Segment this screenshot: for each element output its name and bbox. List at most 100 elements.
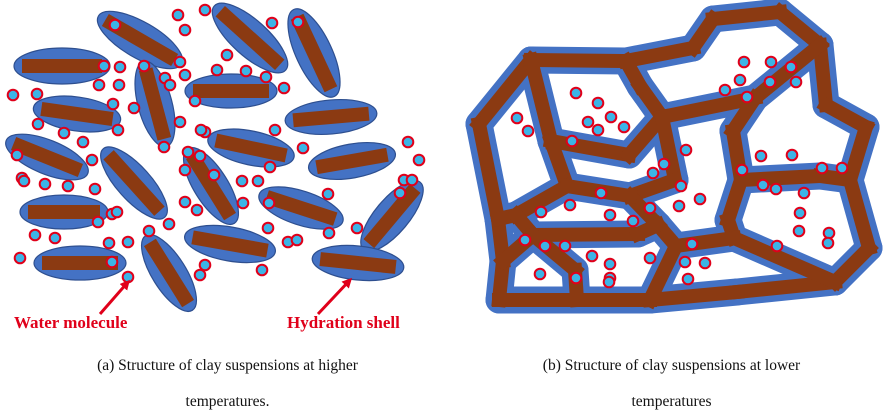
clay-band (616, 51, 650, 96)
water-molecule (603, 257, 617, 271)
clay-platelet (10, 137, 84, 177)
water-molecule (121, 270, 135, 284)
water-molecule (518, 233, 532, 247)
water-molecule (57, 126, 71, 140)
water-molecule (193, 268, 207, 282)
water-molecule (792, 224, 806, 238)
water-molecule (569, 86, 583, 100)
clay-band (841, 171, 878, 257)
water-molecule (617, 120, 631, 134)
caption-a-line2: temperatures. (185, 393, 270, 410)
clay-particle (100, 146, 168, 220)
water-molecule (91, 215, 105, 229)
clay-platelet (103, 150, 165, 216)
water-molecule (822, 226, 836, 240)
clay-platelet (290, 13, 338, 93)
water-molecule (718, 83, 732, 97)
clay-particle (207, 128, 295, 168)
water-molecule (268, 123, 282, 137)
water-molecule (178, 23, 192, 37)
water-molecule (110, 205, 124, 219)
water-molecule (698, 256, 712, 270)
water-molecule (173, 55, 187, 69)
water-molecule (657, 157, 671, 171)
water-molecule (674, 179, 688, 193)
water-molecule (291, 15, 305, 29)
water-molecule (261, 221, 275, 235)
water-molecule (594, 186, 608, 200)
clay-particle (311, 244, 405, 282)
clay-band (470, 115, 507, 228)
water-molecule (142, 224, 156, 238)
water-molecule (263, 160, 277, 174)
water-molecule (85, 153, 99, 167)
clay-platelet (363, 183, 421, 249)
clay-platelet (215, 6, 285, 70)
water-molecule (693, 192, 707, 206)
clay-band (522, 51, 560, 150)
clay-band (542, 132, 638, 164)
hydration-shell-arrow (316, 277, 353, 316)
water-molecule (756, 178, 770, 192)
clay-platelet (22, 59, 102, 73)
water-molecule (61, 179, 75, 193)
water-molecule (194, 123, 208, 137)
water-molecule (405, 173, 419, 187)
water-molecule (259, 70, 273, 84)
clay-band (816, 95, 876, 137)
water-molecule (251, 174, 265, 188)
clay-band (668, 230, 742, 254)
water-molecule (646, 166, 660, 180)
water-molecule (685, 237, 699, 251)
water-molecule (6, 88, 20, 102)
water-molecule (672, 199, 686, 213)
water-molecule (236, 196, 250, 210)
water-molecule (784, 60, 798, 74)
clay-band (469, 50, 541, 134)
clay-band (617, 39, 702, 70)
water-molecule (178, 163, 192, 177)
water-molecule (679, 143, 693, 157)
water-molecule (737, 55, 751, 69)
water-molecule (763, 75, 777, 89)
water-molecule (740, 90, 754, 104)
clay-band (724, 228, 845, 292)
water-molecule (13, 251, 27, 265)
water-molecule (626, 214, 640, 228)
water-molecule (769, 182, 783, 196)
water-molecule (785, 148, 799, 162)
water-molecule (198, 3, 212, 17)
caption-a-line1: (a) Structure of clay suspensions at hig… (97, 357, 358, 374)
water-molecule (393, 186, 407, 200)
clay-platelet (319, 252, 397, 274)
water-molecule (181, 145, 195, 159)
water-molecule-label: Water molecule (14, 313, 128, 332)
water-molecule (48, 231, 62, 245)
water-molecule (108, 18, 122, 32)
water-molecule (563, 198, 577, 212)
panel-a-high-temperature (5, 2, 426, 312)
water-molecule (265, 16, 279, 30)
water-molecule (533, 267, 547, 281)
water-molecule (235, 174, 249, 188)
clay-band (642, 284, 745, 308)
clay-band (523, 52, 634, 69)
water-molecule (681, 272, 695, 286)
water-molecule (322, 226, 336, 240)
clay-band (525, 226, 646, 243)
water-molecule (735, 163, 749, 177)
water-molecule (178, 195, 192, 209)
clay-platelet (28, 205, 100, 219)
water-molecule (603, 208, 617, 222)
water-molecule (770, 239, 784, 253)
water-molecule (569, 271, 583, 285)
water-molecule (190, 203, 204, 217)
clay-particle (184, 73, 278, 109)
clay-platelet (315, 147, 389, 175)
water-molecule (565, 134, 579, 148)
water-molecule (581, 115, 595, 129)
water-molecule (28, 228, 42, 242)
clay-platelet (185, 151, 237, 221)
water-molecule (585, 249, 599, 263)
